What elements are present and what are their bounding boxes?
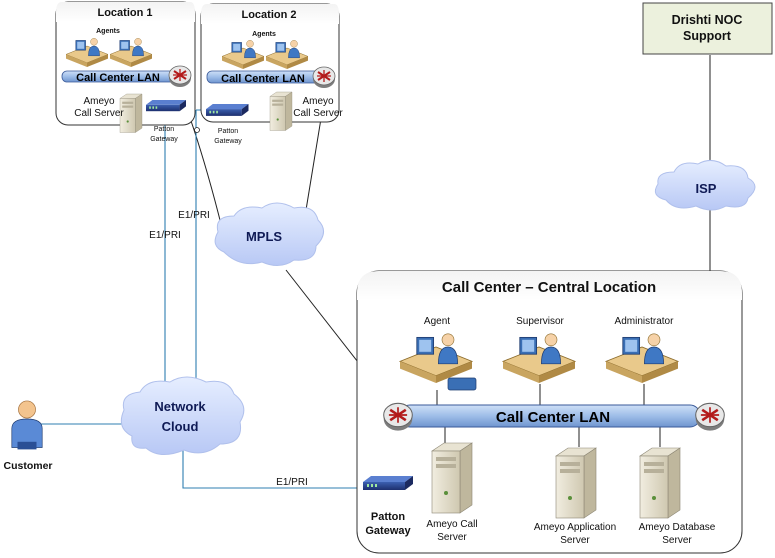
location1-lan-label: Call Center LAN xyxy=(76,72,160,84)
location2-title: Location 2 xyxy=(241,9,296,21)
central-app-server-icon xyxy=(555,447,597,519)
customer-label: Customer xyxy=(3,460,52,472)
e1-bottom-label: E1/PRI xyxy=(276,477,308,488)
location2-router-icon xyxy=(312,66,336,89)
central-agent-phone-icon xyxy=(447,377,477,391)
link-e1-loc2-gateway xyxy=(195,109,270,420)
central-title: Call Center – Central Location xyxy=(442,279,656,296)
location2-server-icon xyxy=(269,91,293,131)
agent-drop-lines xyxy=(436,384,661,447)
central-supervisor-label: Supervisor xyxy=(516,316,564,327)
central-agent-label: Agent xyxy=(424,316,450,327)
central-location-box: Call Center – Central Location Agent Sup… xyxy=(356,270,743,554)
location1-title: Location 1 xyxy=(97,7,152,19)
junction-dot xyxy=(194,127,200,133)
customer-icon xyxy=(11,400,43,450)
central-gateway-icon xyxy=(363,476,413,490)
link-e1-network-to-central xyxy=(182,448,368,489)
mpls-cloud: MPLS xyxy=(214,202,324,266)
e1-mid-label: E1/PRI xyxy=(178,210,210,221)
mpls-label: MPLS xyxy=(246,229,282,244)
isp-cloud: ISP xyxy=(654,160,756,211)
location2-agents-label: Agents xyxy=(252,31,276,38)
central-db-server-icon xyxy=(639,447,681,519)
central-lan-label: Call Center LAN xyxy=(496,409,610,426)
central-call-server-icon xyxy=(431,442,473,514)
location2-gateway-icon xyxy=(206,104,249,116)
location1-agents-label: Agents xyxy=(96,28,120,35)
location2-lan-label: Call Center LAN xyxy=(221,73,305,85)
isp-label: ISP xyxy=(696,181,717,196)
location1-router-icon xyxy=(168,65,192,88)
central-administrator-label: Administrator xyxy=(615,316,675,327)
e1-left-label: E1/PRI xyxy=(149,230,181,241)
central-router-left-icon xyxy=(382,401,414,432)
location1-gateway-icon xyxy=(146,100,186,112)
central-router-right-icon xyxy=(694,401,726,432)
